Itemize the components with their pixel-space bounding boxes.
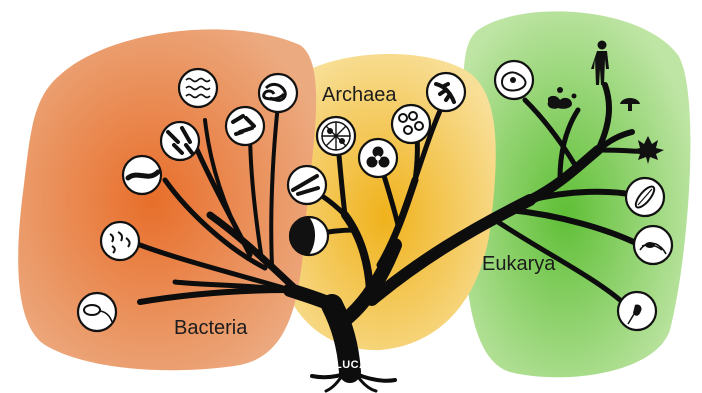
ciliate-icon <box>634 226 672 264</box>
crescent-cell-icon <box>290 217 328 255</box>
amoeba-icon <box>495 61 533 99</box>
rod-cell-icon <box>78 293 116 331</box>
archaea-label: Archaea <box>322 84 397 106</box>
radial-cells-icon <box>317 117 355 155</box>
rod-cluster-icon <box>226 107 264 145</box>
diatom-icon <box>626 178 664 216</box>
curved-rod-icon <box>123 156 161 194</box>
triad-cells-icon <box>359 139 397 177</box>
bacterial-colony-icon <box>259 74 297 112</box>
spirillum-icon <box>179 69 217 107</box>
bacteria-label: Bacteria <box>174 317 248 339</box>
filament-icon <box>288 166 326 204</box>
leaf-archaeon-icon <box>427 73 465 111</box>
luca-label: LUCA <box>335 359 368 371</box>
coccus-cluster-icon <box>392 105 430 143</box>
vibrio-cell-icon <box>101 222 139 260</box>
chained-rods-icon <box>161 122 199 160</box>
flagellate-icon <box>618 292 656 330</box>
eukarya-label: Eukarya <box>482 253 556 275</box>
